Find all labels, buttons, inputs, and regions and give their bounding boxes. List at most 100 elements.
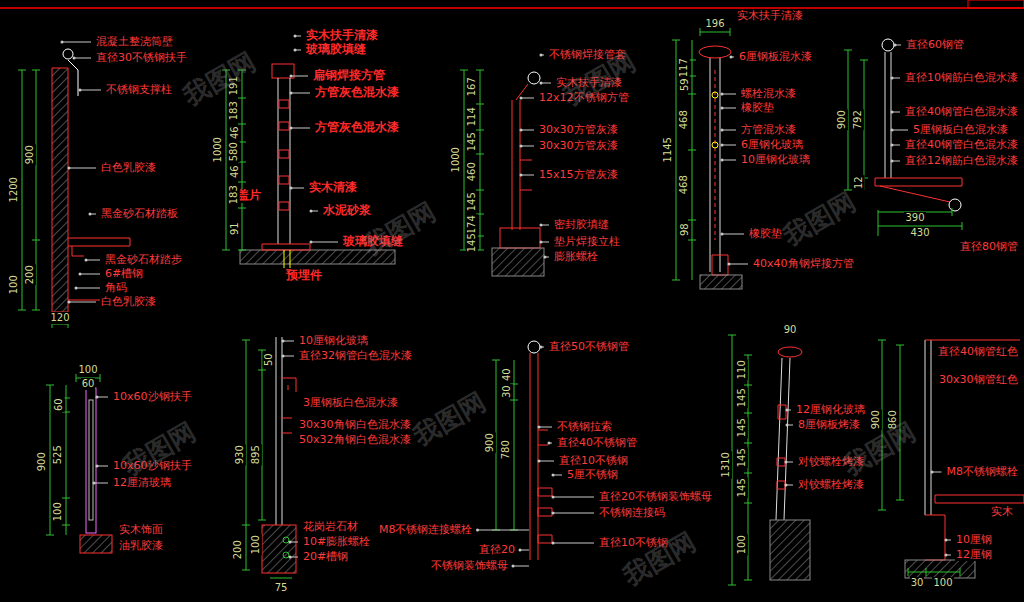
leader-line — [892, 130, 908, 131]
leader-dot — [79, 89, 82, 92]
leader-dot — [721, 159, 724, 162]
dimension-text: 46 — [228, 165, 240, 180]
dimension-lines — [46, 374, 100, 535]
dimension-text: 90 — [783, 324, 798, 336]
leader-dot — [282, 340, 285, 343]
anchor-bolt — [284, 250, 290, 268]
leader-dot — [68, 167, 71, 170]
part-label: 10x60沙钢扶手 — [112, 391, 193, 404]
part-label: 不锈钢装饰螺母 — [430, 560, 509, 573]
part-label: 黑金砂石材踏步 — [104, 254, 183, 267]
part-label: 白色乳胶漆 — [100, 162, 157, 175]
bolt — [712, 92, 718, 98]
dimension-text: 390 — [904, 212, 925, 224]
leader-dot — [96, 465, 99, 468]
part-label: 不锈钢拉索 — [556, 421, 613, 434]
dimension-text: 30 — [910, 577, 925, 589]
dimension-text: 1310 — [720, 451, 732, 478]
part-label: 直径60钢管 — [905, 39, 965, 52]
dimension-text: 930 — [234, 444, 246, 465]
part-label: 30x30方管灰漆 — [538, 124, 619, 137]
watermark: 我图网 — [118, 417, 202, 483]
part-label: 12厘清玻璃 — [112, 477, 172, 490]
bolt — [283, 552, 289, 558]
dimension-text: 900 — [24, 144, 36, 165]
part-label: M8不锈钢连接螺栓 — [378, 524, 474, 537]
part-label: 预埋件 — [285, 269, 323, 282]
leader-dot — [290, 92, 293, 95]
leader-line — [80, 274, 100, 275]
dimension-text: 75 — [274, 582, 289, 594]
leader-dot — [290, 75, 293, 78]
leader-line — [722, 145, 736, 146]
part-label: 10厘钢化玻璃 — [740, 154, 811, 167]
leader-line — [722, 234, 744, 235]
leader-dot — [540, 82, 543, 85]
part-label: 6厘钢化玻璃 — [740, 139, 804, 152]
leader-line — [97, 397, 108, 398]
handrail-cap — [699, 46, 731, 58]
part-label: 直径40钢管白色混水漆 — [904, 106, 1019, 119]
leader-dot — [520, 97, 523, 100]
dimension-text: 200 — [232, 539, 244, 560]
title-block — [968, 0, 1024, 8]
handrail-section — [528, 72, 540, 84]
part-label: M8不锈钢螺栓 — [946, 466, 1020, 479]
part-label: 膨胀螺栓 — [553, 251, 599, 264]
glass-panel — [776, 358, 790, 520]
dimension-text: 100 — [52, 501, 64, 522]
handrail-profile — [282, 378, 296, 433]
dimension-text: 145 — [466, 191, 478, 212]
part-label: 6厘钢板混水漆 — [738, 51, 813, 64]
dimension-text: 1200 — [8, 176, 20, 203]
dimension-text: 895 — [250, 444, 262, 465]
dimension-text: 145 — [736, 477, 748, 498]
dimension-text: 145 — [466, 232, 478, 253]
floor-slab — [905, 560, 975, 578]
part-label: 实木扶手清漆 — [736, 10, 804, 23]
dimension-text: 145 — [736, 447, 748, 468]
dimension-text: 145 — [736, 417, 748, 438]
leader-dot — [61, 41, 64, 44]
part-label: 玻璃胶填缝 — [305, 43, 367, 56]
leader-line — [74, 58, 91, 59]
part-label: 密封胶填缝 — [553, 219, 610, 232]
watermark: 我图网 — [178, 47, 262, 113]
part-label: 40x40角钢焊接方管 — [752, 258, 855, 271]
leader-dot — [75, 287, 78, 290]
leader-line — [553, 497, 594, 498]
dimension-lines — [492, 360, 518, 530]
connector-plate — [538, 488, 552, 543]
part-label: 10厘钢化玻璃 — [298, 335, 369, 348]
dimension-text: 110 — [736, 359, 748, 380]
watermark: 我图网 — [778, 187, 862, 253]
leader-dot — [310, 210, 313, 213]
leader-dot — [68, 301, 71, 304]
leader-dot — [945, 539, 948, 542]
leader-dot — [931, 471, 934, 474]
part-label: 混凝土整浇筒壁 — [95, 36, 174, 49]
part-label: 10#膨胀螺栓 — [302, 536, 371, 549]
leader-line — [521, 146, 534, 147]
leader-dot — [721, 233, 724, 236]
leader-dot — [891, 129, 894, 132]
floor-slab — [700, 275, 742, 289]
leader-line — [94, 483, 108, 484]
part-label: 方管灰色混水漆 — [314, 121, 400, 134]
base-plate — [500, 228, 540, 248]
bolt — [283, 537, 289, 543]
leader-line — [722, 160, 736, 161]
dimension-text: 46 — [228, 126, 240, 141]
dimension-text: 100 — [736, 534, 748, 555]
steel-plate — [777, 405, 786, 489]
part-label: 15x15方管灰漆 — [538, 169, 619, 182]
part-label: 实木饰面 — [118, 524, 164, 537]
timber-base — [80, 535, 112, 553]
handrail-tube — [925, 340, 1020, 341]
part-label: 橡胶垫 — [748, 228, 783, 241]
dimension-text: 1145 — [662, 136, 674, 163]
part-label: 30x30钢管红色 — [938, 374, 1019, 387]
leader-line — [76, 288, 100, 289]
leader-dot — [552, 542, 555, 545]
